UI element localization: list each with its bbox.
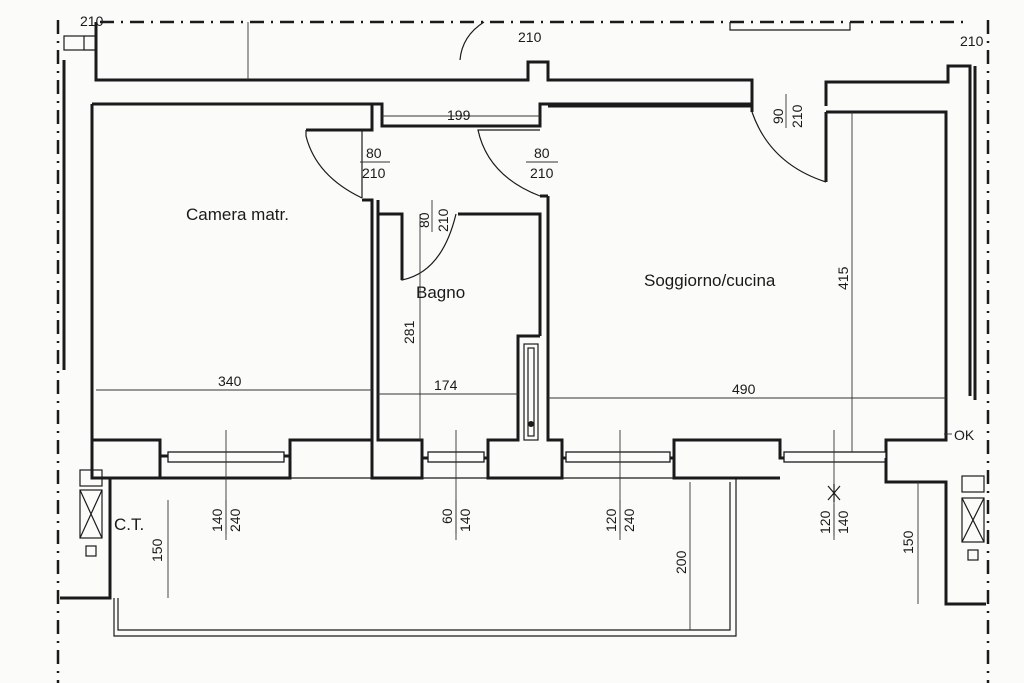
room-label-bathroom: Bagno (416, 283, 465, 302)
dim-bath-width: 174 (434, 377, 458, 393)
window-2-height: 140 (457, 508, 473, 532)
dim-ct-depth: 150 (149, 538, 165, 562)
window-1-width: 140 (209, 508, 225, 532)
property-boundary (56, 20, 990, 683)
room-label-bedroom: Camera matr. (186, 205, 289, 224)
door-bath-height: 210 (435, 208, 451, 232)
door-bedroom-width: 80 (366, 145, 382, 161)
dim-ok-label: OK (954, 427, 975, 443)
dim-right-depth: 150 (900, 530, 916, 554)
dim-top-right: 210 (960, 33, 984, 49)
door-entry-height: 210 (789, 104, 805, 128)
upper-corridor-walls (62, 22, 977, 400)
dim-balcony-depth: 200 (673, 550, 689, 574)
door-top (459, 21, 485, 61)
door-living (477, 129, 541, 197)
door-bedroom-height: 210 (362, 165, 386, 181)
window-3-height: 240 (621, 508, 637, 532)
room-label-living: Soggiorno/cucina (644, 271, 776, 290)
dim-bath-height: 281 (401, 320, 417, 344)
door-bath (401, 213, 457, 281)
window-4-width: 120 (817, 510, 833, 534)
windows (167, 451, 887, 463)
apartment-walls (90, 102, 948, 460)
dim-top-center: 210 (518, 29, 542, 45)
window-4-height: 140 (835, 510, 851, 534)
door-living-height: 210 (530, 165, 554, 181)
dim-bedroom-width: 340 (218, 373, 242, 389)
door-entry (751, 111, 828, 183)
door-bedroom (305, 130, 363, 199)
fraction-bars (225, 94, 835, 536)
door-bath-width: 80 (416, 212, 432, 228)
dim-top-left: 210 (80, 13, 104, 29)
dim-corridor: 199 (447, 107, 471, 123)
dim-living-height: 415 (835, 266, 851, 290)
room-label-ct: C.T. (114, 515, 144, 534)
dim-living-width: 490 (732, 381, 756, 397)
facade-balcony (60, 440, 986, 637)
window-2-width: 60 (439, 508, 455, 524)
window-1-height: 240 (227, 508, 243, 532)
door-entry-width: 90 (770, 108, 786, 124)
window-3-width: 120 (603, 508, 619, 532)
door-living-width: 80 (534, 145, 550, 161)
